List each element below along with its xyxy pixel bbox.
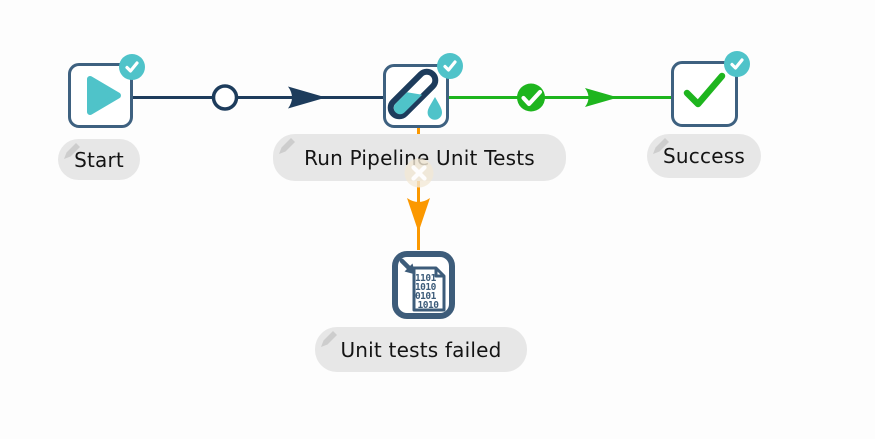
hop-arrowhead-dark-icon: [288, 86, 326, 109]
pencil-icon: [279, 138, 295, 154]
green-check-icon: [683, 72, 726, 108]
status-check-badge-icon: [437, 53, 463, 79]
action-node-run-pipeline-unit-tests[interactable]: [383, 64, 449, 128]
action-node-unit-tests-failed[interactable]: 1101 1010 0101 1010: [392, 251, 455, 319]
node-label-unit-tests-failed[interactable]: Unit tests failed: [315, 327, 527, 372]
hop-arrowhead-orange-icon: [407, 198, 430, 232]
test-tube-icon: [387, 68, 442, 120]
hop-unconditional-circle-icon[interactable]: [211, 84, 239, 111]
binary-text: 1101 1010 0101 1010: [415, 273, 441, 311]
status-check-badge-icon: [119, 54, 145, 80]
pencil-icon: [321, 331, 337, 347]
pencil-icon: [64, 143, 80, 159]
hop-arrowhead-green-icon: [585, 88, 618, 107]
node-label-text: Start: [74, 147, 124, 172]
node-label-text: Success: [663, 144, 745, 168]
hop-failure-x-icon[interactable]: [403, 157, 435, 189]
node-label-start[interactable]: Start: [58, 139, 140, 180]
play-icon: [87, 76, 121, 115]
status-check-badge-icon: [724, 51, 750, 77]
binary-document-icon: 1101 1010 0101 1010: [399, 258, 446, 312]
node-label-text: Unit tests failed: [340, 337, 502, 362]
node-label-success[interactable]: Success: [647, 134, 761, 178]
pencil-icon: [653, 138, 669, 154]
hop-success-check-icon[interactable]: [517, 83, 545, 112]
